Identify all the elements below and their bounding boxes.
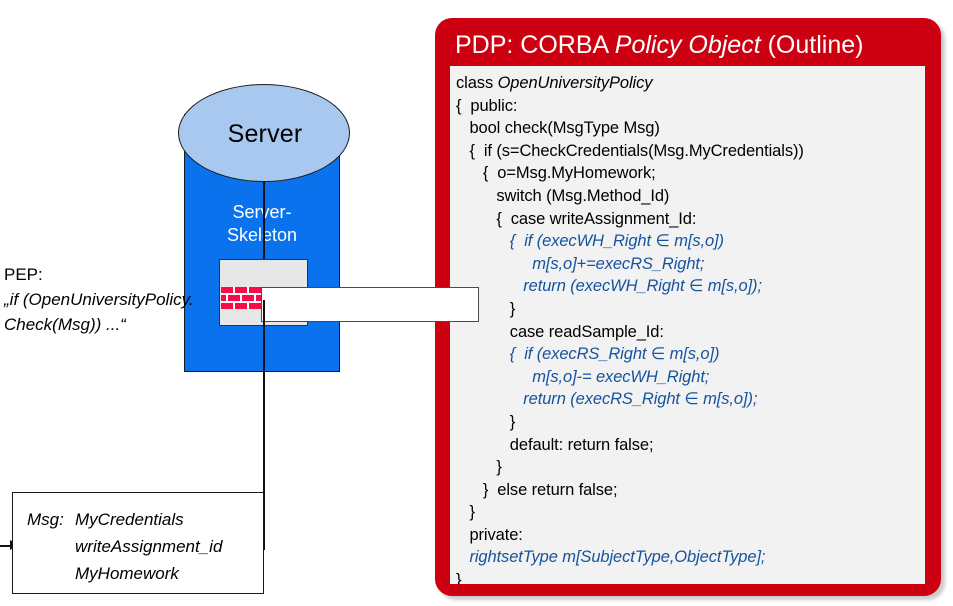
brick	[235, 287, 247, 293]
code-line: { if (s=CheckCredentials(Msg.MyCredentia…	[456, 141, 804, 160]
brick	[221, 295, 226, 301]
code-line: { public:	[456, 96, 518, 115]
incoming-msg-arrow-line	[0, 545, 14, 547]
msg-field-row: Msg: MyCredentials	[27, 506, 222, 533]
server-skeleton-label-line1: Server-	[232, 202, 292, 222]
brick	[242, 295, 254, 301]
msg-field-value: MyCredentials	[75, 510, 184, 529]
server-cylinder-cap: Server	[178, 84, 350, 182]
code-line: rightsetType m[SubjectType,ObjectType];	[456, 548, 766, 567]
code-identifier: OpenUniversityPolicy	[497, 74, 653, 92]
code-line: switch (Msg.Method_Id)	[456, 186, 670, 205]
code-line: }	[456, 299, 516, 318]
brick	[228, 295, 240, 301]
msg-field-value: writeAssignment_id	[75, 537, 223, 556]
pdp-panel-title: PDP: CORBA Policy Object (Outline)	[455, 30, 925, 60]
brick	[221, 287, 233, 293]
brick	[249, 287, 261, 293]
pep-pdp-connector-band	[261, 287, 479, 322]
brick	[249, 303, 261, 309]
code-line: default: return false;	[456, 435, 654, 454]
code-line: m[s,o]-= execWH_Right;	[456, 367, 710, 386]
code-line: } else return false;	[456, 480, 618, 499]
code-line: class OpenUniversityPolicy	[456, 72, 925, 95]
msg-field-row: MyHomework	[27, 560, 222, 587]
pdp-title-italic: Policy Object	[614, 31, 761, 59]
code-line: }	[456, 458, 502, 477]
pep-heading: PEP:	[4, 265, 43, 284]
msg-to-connector-line	[263, 300, 265, 545]
pep-code-line1: „if (OpenUniversityPolicy.	[4, 290, 194, 309]
server-skeleton-label: Server- Skeleton	[184, 201, 340, 247]
code-line: bool check(MsgType Msg)	[456, 119, 660, 138]
code-line: case readSample_Id:	[456, 322, 664, 341]
code-keyword: class	[456, 74, 498, 92]
brick	[221, 303, 233, 309]
pep-code-line2: Check(Msg)) ...“	[4, 315, 126, 334]
code-line: private:	[456, 525, 523, 544]
code-line: return (execWH_Right ∈ m[s,o]);	[456, 277, 762, 296]
pdp-code-block: class OpenUniversityPolicy{ public: bool…	[450, 66, 925, 584]
code-line: { if (execRS_Right ∈ m[s,o])	[456, 345, 720, 364]
code-line: }	[456, 412, 516, 431]
msg-field-row: writeAssignment_id	[27, 533, 222, 560]
server-skeleton-label-line2: Skeleton	[226, 225, 298, 245]
pdp-title-prefix: PDP: CORBA	[455, 31, 615, 59]
code-line: }	[456, 503, 475, 522]
msg-field-value: MyHomework	[75, 564, 179, 583]
code-line: { if (execWH_Right ∈ m[s,o])	[456, 232, 724, 251]
code-line: { o=Msg.MyHomework;	[456, 164, 656, 183]
brick	[235, 303, 247, 309]
pep-annotation: PEP: „if (OpenUniversityPolicy. Check(Ms…	[4, 262, 234, 337]
pdp-title-suffix: (Outline)	[760, 31, 864, 59]
server-label: Server	[227, 119, 303, 148]
code-line: { case writeAssignment_Id:	[456, 209, 697, 228]
msg-label: Msg:	[27, 510, 64, 529]
code-line: }	[456, 571, 462, 584]
code-line: m[s,o]+=execRS_Right;	[456, 254, 705, 273]
code-line: return (execRS_Right ∈ m[s,o]);	[456, 390, 758, 409]
